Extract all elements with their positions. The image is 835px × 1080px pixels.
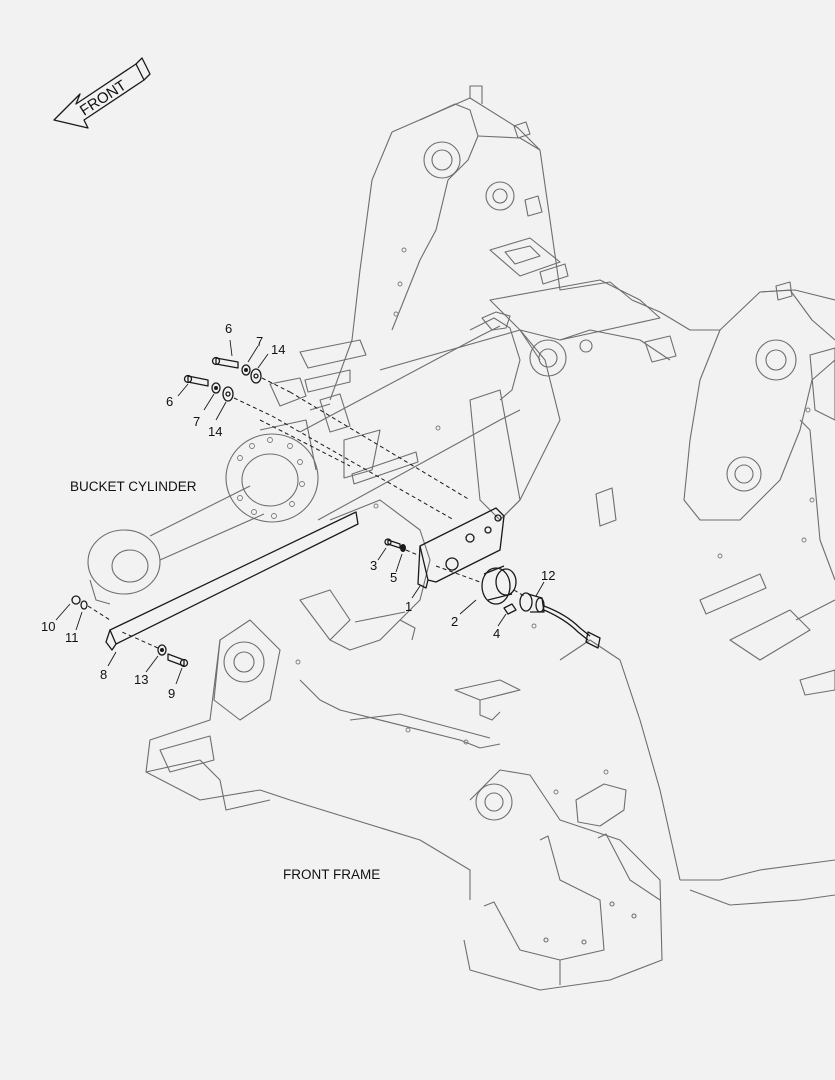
callout-7-top: 7 [256, 334, 263, 349]
nut-part-4 [503, 603, 517, 615]
callout-9: 9 [168, 686, 175, 701]
callouts: 6 7 14 6 7 14 3 5 1 2 4 12 10 11 8 13 9 [41, 321, 555, 701]
callout-3: 3 [370, 558, 377, 573]
callout-10: 10 [41, 619, 55, 634]
bolt-washer-set-bottom [183, 374, 273, 417]
long-bar-part-8 [109, 511, 359, 645]
callout-5: 5 [390, 570, 397, 585]
callout-6-bottom: 6 [166, 394, 173, 409]
callout-14-top: 14 [271, 342, 285, 357]
callout-11: 11 [65, 630, 79, 645]
callout-12: 12 [541, 568, 555, 583]
callout-2: 2 [451, 614, 458, 629]
sensor-assembly [71, 356, 601, 668]
callout-4: 4 [493, 626, 500, 641]
leader-lines [55, 339, 545, 685]
bolt-washer-set-top [211, 356, 291, 393]
callout-8: 8 [100, 667, 107, 682]
front-frame-label: FRONT FRAME [283, 867, 380, 882]
proximity-switch-part-2 [481, 565, 517, 605]
callout-1: 1 [405, 599, 412, 614]
callout-13: 13 [134, 672, 148, 687]
callout-7-bottom: 7 [193, 414, 200, 429]
front-frame-drawing [145, 85, 835, 991]
front-direction-arrow: FRONT [53, 57, 151, 129]
connector-part-12 [519, 592, 601, 649]
bucket-cylinder-drawing [87, 311, 521, 605]
bucket-cylinder-label: BUCKET CYLINDER [70, 479, 197, 494]
callout-14-bottom: 14 [208, 424, 222, 439]
callout-6-top: 6 [225, 321, 232, 336]
